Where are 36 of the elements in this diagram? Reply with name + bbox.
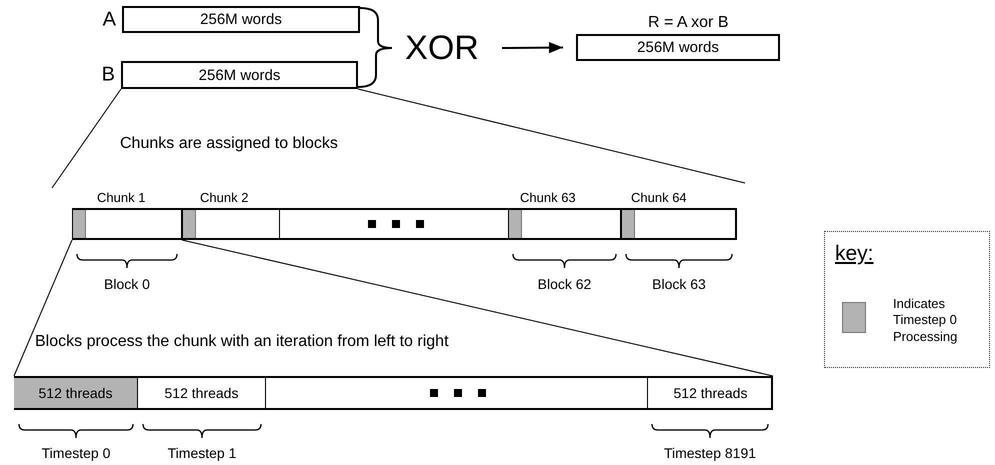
legend-text: Indicates Timestep 0 Processing — [893, 296, 958, 345]
row-label: A — [102, 8, 116, 31]
brace-label: Block 0 — [104, 276, 150, 292]
box-text: 512 threads — [164, 386, 238, 400]
operator-label: XOR — [405, 31, 479, 65]
chunk-label: Chunk 2 — [200, 190, 248, 205]
zoom-line — [182, 240, 774, 376]
brace-label: Timestep 8191 — [664, 445, 756, 461]
segmented-bar — [72, 208, 737, 240]
caption-text: Chunks are assigned to blocks — [120, 135, 338, 153]
box-text: 256M words — [637, 40, 719, 55]
chunk-segment — [508, 210, 621, 238]
box-text: 512 threads — [674, 386, 748, 400]
row-label: B — [102, 64, 115, 86]
segmented-bar — [14, 376, 773, 410]
brace-label: Timestep 1 — [168, 445, 236, 461]
chunk-label: Chunk 64 — [631, 190, 687, 205]
box-text: 512 threads — [38, 386, 112, 400]
zoom-line — [358, 88, 746, 184]
box-text: 256M words — [200, 12, 282, 27]
chunk-segment — [72, 210, 182, 238]
curly-brace — [358, 47, 392, 88]
chunk-segment — [182, 210, 280, 238]
thread-segment — [14, 378, 138, 408]
zoom-line — [14, 240, 72, 376]
formula-label: R = A xor B — [648, 14, 728, 32]
arrow — [502, 42, 563, 54]
key-heading: key: — [835, 242, 874, 266]
brace-label: Block 62 — [538, 276, 592, 292]
box-text: 256M words — [198, 68, 280, 82]
chunk-label: Chunk 63 — [520, 190, 576, 205]
brace-label: Block 63 — [652, 276, 706, 292]
brace-label: Timestep 0 — [42, 445, 110, 461]
zoom-line — [52, 88, 122, 188]
caption-text: Blocks process the chunk with an iteration from left to right — [35, 333, 449, 351]
chunk-label: Chunk 1 — [97, 190, 146, 205]
